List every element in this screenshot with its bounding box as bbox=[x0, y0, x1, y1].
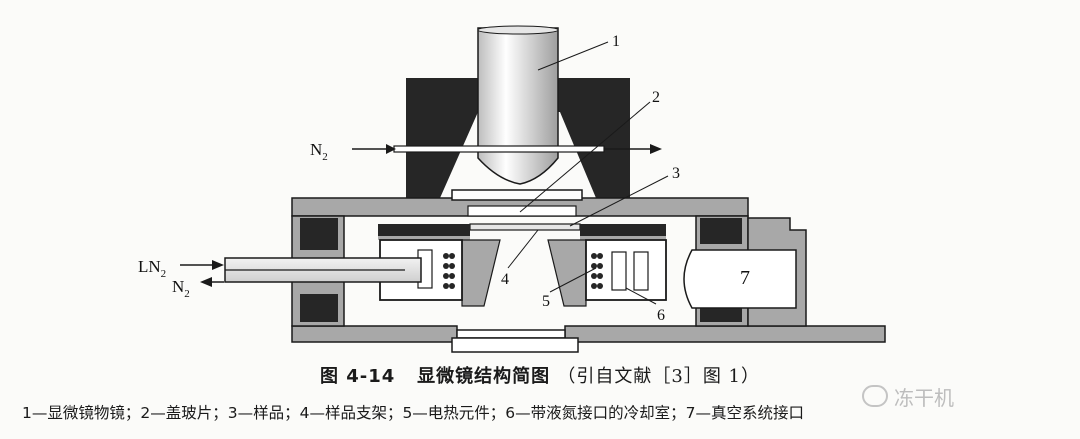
figure-number: 图 4-14 bbox=[319, 366, 396, 387]
figure-legend: 1—显微镜物镜；2—盖玻片；3—样品；4—样品支架；5—电热元件；6—带液氮接口… bbox=[22, 404, 805, 422]
heating-element-right bbox=[591, 253, 603, 289]
sample-holder-left-plate bbox=[378, 224, 470, 238]
figure-title: 显微镜结构简图 bbox=[417, 366, 551, 387]
wechat-icon bbox=[862, 385, 888, 407]
ln2-outlet-label: N2 bbox=[172, 277, 190, 300]
n2-outlet-arrowhead bbox=[650, 144, 662, 154]
part-number-4: 4 bbox=[501, 271, 509, 288]
leader-5 bbox=[549, 267, 597, 293]
sample-holder-right-cone bbox=[547, 239, 587, 307]
part-number-1: 1 bbox=[612, 33, 620, 50]
leader-4 bbox=[507, 229, 539, 269]
heating-element-left bbox=[443, 253, 455, 289]
figure-source: （引自文献［3］图 1） bbox=[557, 366, 761, 387]
cooling-cell-right-2 bbox=[633, 251, 649, 291]
part-number-2: 2 bbox=[652, 89, 660, 106]
cooling-cell-right-1 bbox=[611, 251, 627, 291]
part-number-3: 3 bbox=[672, 165, 680, 182]
part-number-7: 7 bbox=[740, 267, 750, 289]
sample-holder-left-cone bbox=[461, 239, 501, 307]
watermark: 冻干机 bbox=[862, 382, 954, 411]
cover-slip bbox=[467, 205, 577, 217]
n2-inlet-label: N2 bbox=[310, 140, 328, 163]
part-number-5: 5 bbox=[542, 293, 550, 310]
sample-holder-left-rim bbox=[378, 236, 470, 240]
leader-6 bbox=[625, 287, 657, 305]
part-number-6: 6 bbox=[657, 307, 665, 324]
sample bbox=[469, 223, 581, 231]
bottom-window-frame bbox=[456, 329, 566, 339]
watermark-text: 冻干机 bbox=[894, 386, 954, 410]
n2-inlet-pipe bbox=[393, 145, 605, 153]
microscope-structure-diagram: N2 LN2 N2 1 2 3 4 5 6 7 bbox=[138, 25, 886, 353]
sample-holder-right-plate bbox=[580, 224, 666, 238]
ln2-inlet-label: LN2 bbox=[138, 257, 166, 280]
chamber-bottom-wall-left bbox=[291, 325, 458, 343]
objective-lens bbox=[477, 27, 559, 185]
n2-inlet-arrowhead bbox=[386, 144, 396, 154]
left-seal-top bbox=[300, 218, 338, 250]
sample-holder-right-rim bbox=[580, 236, 666, 240]
cover-slip-holder bbox=[451, 189, 583, 201]
right-seal-top bbox=[700, 218, 742, 244]
leader-2 bbox=[519, 101, 651, 213]
leader-1 bbox=[537, 41, 609, 71]
objective-housing bbox=[406, 78, 630, 198]
n2-out-arrowhead bbox=[200, 277, 212, 287]
bottom-window-cap bbox=[451, 337, 579, 353]
objective-top bbox=[477, 25, 559, 35]
leader-3 bbox=[569, 175, 669, 227]
ln2-in-arrowhead bbox=[212, 260, 224, 270]
chamber-bottom-wall-right bbox=[564, 325, 886, 343]
left-seal-bottom bbox=[300, 294, 338, 322]
vacuum-port-bore bbox=[683, 249, 797, 309]
figure-caption: 图 4-14 显微镜结构简图 （引自文献［3］图 1） bbox=[0, 362, 1080, 388]
